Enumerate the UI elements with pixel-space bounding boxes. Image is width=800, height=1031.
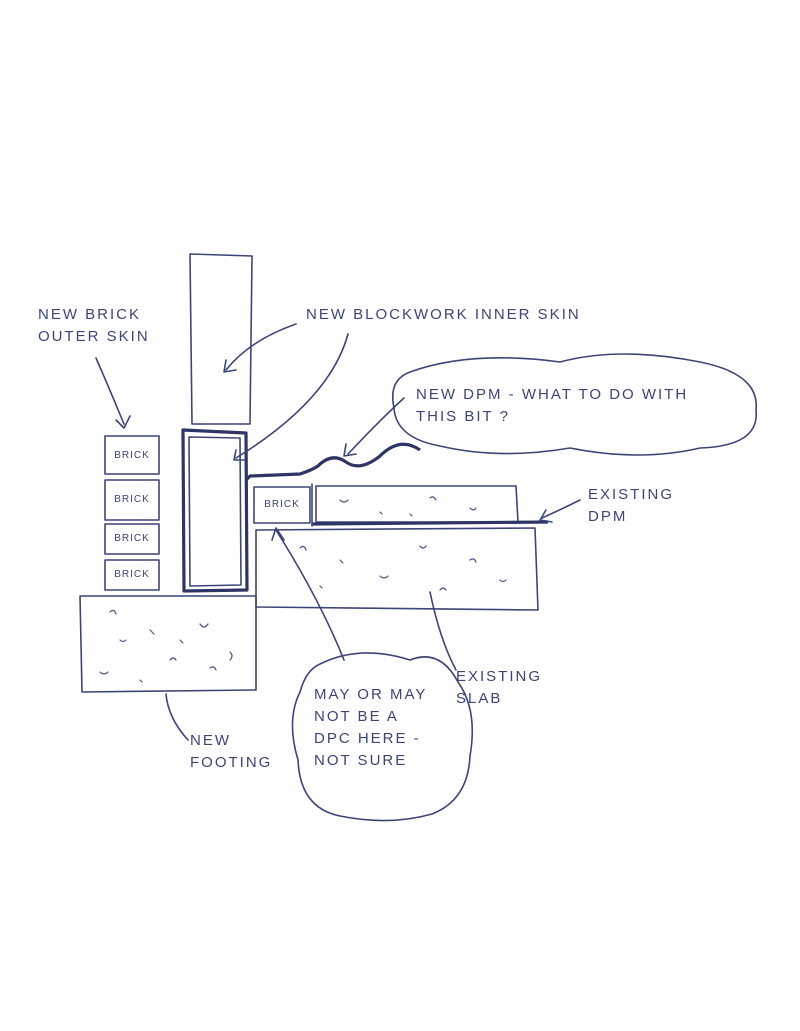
label-dpc-note: MAY OR MAY NOT BE A DPC HERE - NOT SURE	[314, 686, 428, 769]
dpm-speech-bubble	[391, 353, 757, 456]
blockwork-lower-with-dpm	[181, 428, 249, 593]
new-dpm-flap	[244, 442, 421, 482]
brick-label-inner: BRICK	[264, 499, 300, 510]
label-new-dpm: NEW DPM - WHAT TO DO WITH THIS BIT ?	[416, 386, 689, 425]
new-footing	[79, 595, 257, 693]
brick-label-outer-1: BRICK	[114, 450, 150, 461]
label-new-footing: NEW FOOTING	[190, 732, 273, 771]
existing-slab	[255, 527, 539, 611]
blockwork-upper	[189, 253, 253, 425]
brick-label-outer-4: BRICK	[114, 569, 150, 580]
brick-outer-skin	[104, 435, 160, 591]
label-new-blockwork-inner-skin: NEW BLOCKWORK INNER SKIN	[306, 306, 581, 323]
brick-label-outer-3: BRICK	[114, 533, 150, 544]
dpc-cloud-bubble	[291, 652, 474, 822]
label-existing-dpm: EXISTING DPM	[588, 486, 675, 525]
label-new-brick-outer-skin: NEW BRICK OUTER SKIN	[38, 306, 150, 345]
brick-label-outer-2: BRICK	[114, 494, 150, 505]
inner-brick	[253, 486, 311, 524]
floor-screed	[315, 485, 519, 523]
existing-dpm-line	[311, 483, 549, 527]
label-existing-slab: EXISTING SLAB	[456, 668, 543, 707]
leader-arrows	[95, 323, 581, 741]
